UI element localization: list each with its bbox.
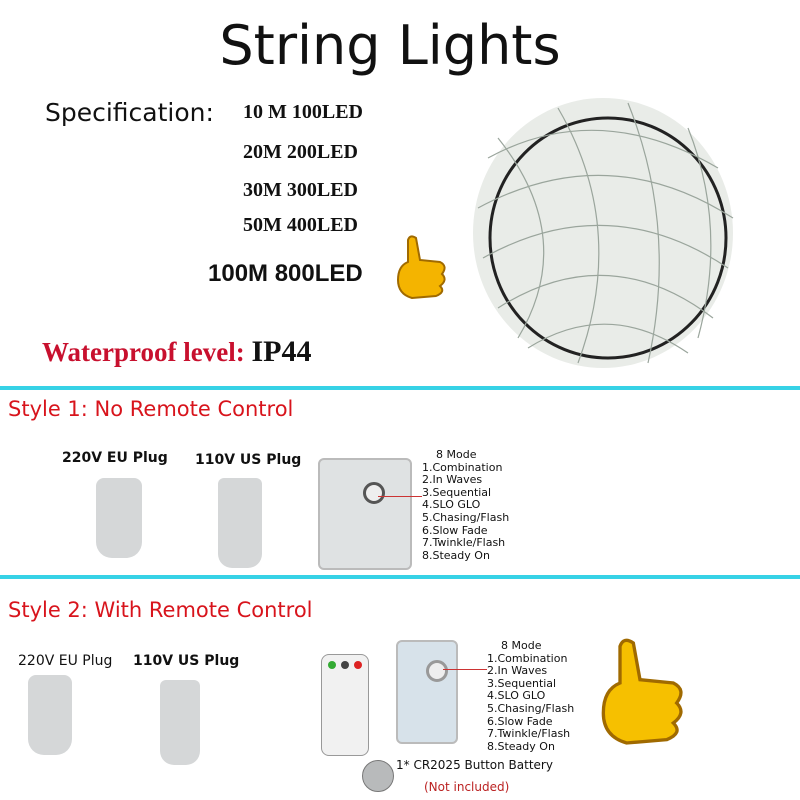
eu-plug-image: [28, 675, 72, 755]
eu-plug-image: [96, 478, 142, 558]
style2-heading: Style 2: With Remote Control: [8, 598, 313, 622]
eu-plug-label: 220V EU Plug: [62, 450, 168, 466]
spec-label: Specification:: [45, 98, 214, 127]
battery-note: (Not included): [424, 780, 510, 794]
thumbs-up-icon: [601, 638, 683, 745]
battery-image: [362, 760, 394, 792]
controller-box-image: [396, 640, 458, 744]
on-button-icon: [328, 661, 336, 669]
style1-heading: Style 1: No Remote Control: [8, 397, 294, 421]
us-plug-label: 110V US Plug: [195, 452, 302, 468]
off-button-icon: [354, 661, 362, 669]
waterproof-value: IP44: [251, 335, 312, 368]
page-title: String Lights: [219, 14, 561, 77]
battery-label: 1* CR2025 Button Battery: [396, 758, 553, 772]
remote-control-image: [321, 654, 369, 756]
section-divider: [0, 386, 800, 390]
mode-button-icon: [341, 661, 349, 669]
section-divider: [0, 575, 800, 579]
eu-plug-label: 220V EU Plug: [18, 653, 113, 669]
thumbs-up-icon: [396, 235, 446, 300]
mode-button-icon: [426, 660, 448, 682]
us-plug-image: [160, 680, 200, 765]
string-lights-coil-image: [473, 98, 734, 368]
us-plug-label: 110V US Plug: [133, 653, 240, 669]
waterproof-level: Waterproof level: IP44: [42, 335, 312, 368]
spec-item: 30M 300LED: [243, 179, 358, 201]
leader-line: [378, 496, 422, 497]
mode-button-icon: [363, 482, 385, 504]
spec-item: 10 M 100LED: [243, 101, 363, 123]
leader-line: [443, 669, 487, 670]
controller-box-image: [318, 458, 412, 570]
us-plug-image: [218, 478, 262, 568]
spec-item: 50M 400LED: [243, 214, 358, 236]
spec-highlight: 100M 800LED: [208, 260, 363, 287]
spec-item: 20M 200LED: [243, 141, 358, 163]
